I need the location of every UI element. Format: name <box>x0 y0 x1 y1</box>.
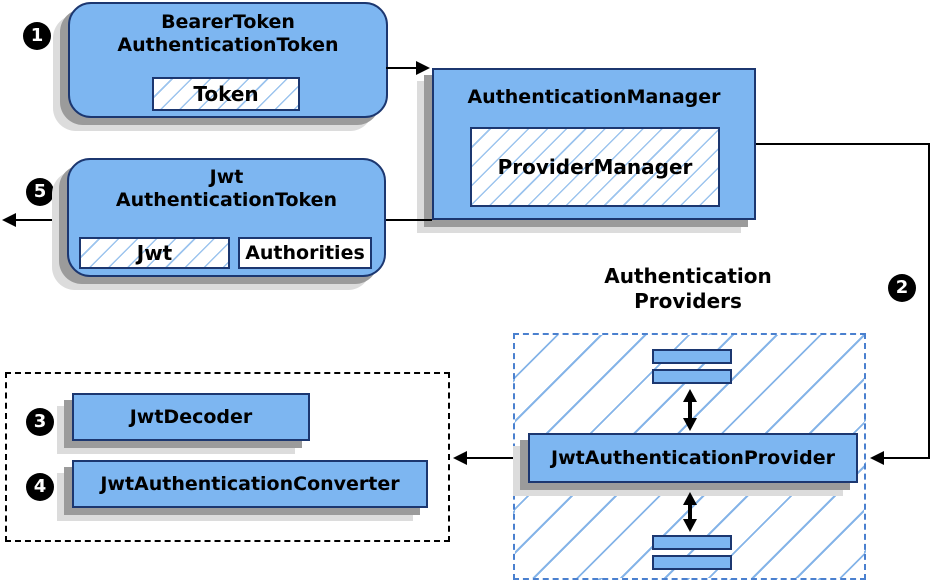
provider-manager-node: ProviderManager <box>470 127 720 207</box>
step-3-badge: 3 <box>26 408 54 436</box>
jwt-authentication-provider-node: JwtAuthenticationProvider <box>528 433 858 483</box>
arrowhead-step5-out <box>2 213 16 227</box>
authorities-field: Authorities <box>238 237 372 269</box>
bidirectional-arrow-top-up-head <box>683 389 697 402</box>
bearer-token-node: BearerToken AuthenticationToken Token <box>68 2 388 118</box>
jwt-authentication-converter-node: JwtAuthenticationConverter <box>72 460 428 508</box>
authorities-field-label: Authorities <box>245 242 365 264</box>
provider-stack-bar-2 <box>652 369 732 384</box>
step-2-badge: 2 <box>888 274 916 302</box>
authentication-manager-title: AuthenticationManager <box>467 86 721 108</box>
step-1-number: 1 <box>30 25 44 46</box>
provider-stack-bar-3 <box>652 535 732 550</box>
token-field: Token <box>152 77 300 111</box>
step-5-badge: 5 <box>26 178 54 206</box>
bidirectional-arrow-bottom-shaft <box>688 503 692 521</box>
arrowhead-into-manager <box>416 61 430 75</box>
jwt-field-label: Jwt <box>136 241 173 265</box>
jwt-decoder-label: JwtDecoder <box>129 406 253 428</box>
providers-label-line1: Authentication <box>604 264 772 288</box>
provider-stack-bar-4 <box>652 555 732 570</box>
jwt-authentication-provider-label: JwtAuthenticationProvider <box>551 447 835 469</box>
bidirectional-arrow-bottom-up-head <box>683 492 697 505</box>
flow-line-step2-top <box>756 143 930 145</box>
token-field-label: Token <box>193 82 259 106</box>
bearer-token-title: BearerToken AuthenticationToken <box>70 4 386 57</box>
step-2-number: 2 <box>895 277 909 298</box>
provider-manager-label: ProviderManager <box>497 155 693 179</box>
jwt-token-title-line1: Jwt <box>209 166 244 188</box>
flow-line-step2-right <box>928 143 930 459</box>
step-1-badge: 1 <box>23 22 51 50</box>
bidirectional-arrow-bottom-down-head <box>683 519 697 532</box>
jwt-decoder-node: JwtDecoder <box>72 393 310 441</box>
step-4-number: 4 <box>33 476 47 497</box>
flow-line-step2-bottom <box>884 457 930 459</box>
jwt-field: Jwt <box>79 237 230 269</box>
authentication-providers-label: Authentication Providers <box>588 264 788 314</box>
flow-line-step5-out <box>15 219 67 221</box>
step-4-badge: 4 <box>26 473 54 501</box>
step-3-number: 3 <box>33 411 47 432</box>
jwt-authentication-token-node: Jwt AuthenticationToken Jwt Authorities <box>67 158 386 277</box>
jwt-token-title-line2: AuthenticationToken <box>115 189 338 211</box>
provider-stack-bar-1 <box>652 349 732 364</box>
bidirectional-arrow-top-down-head <box>683 418 697 431</box>
flow-line-bearer-to-manager <box>386 67 418 69</box>
step-5-number: 5 <box>33 181 47 202</box>
bearer-token-title-line1: BearerToken <box>161 11 295 33</box>
flow-line-manager-to-jwt-token <box>386 219 432 221</box>
arrowhead-into-converters <box>453 451 467 465</box>
flow-line-provider-to-converters <box>467 457 513 459</box>
arrowhead-into-provider <box>870 451 884 465</box>
authentication-manager-node: AuthenticationManager ProviderManager <box>432 68 756 220</box>
jwt-authentication-token-title: Jwt AuthenticationToken <box>69 160 384 212</box>
jwt-authentication-converter-label: JwtAuthenticationConverter <box>100 473 400 495</box>
bearer-token-title-line2: AuthenticationToken <box>117 34 339 56</box>
bidirectional-arrow-top-shaft <box>688 400 692 420</box>
providers-label-line2: Providers <box>634 289 742 313</box>
